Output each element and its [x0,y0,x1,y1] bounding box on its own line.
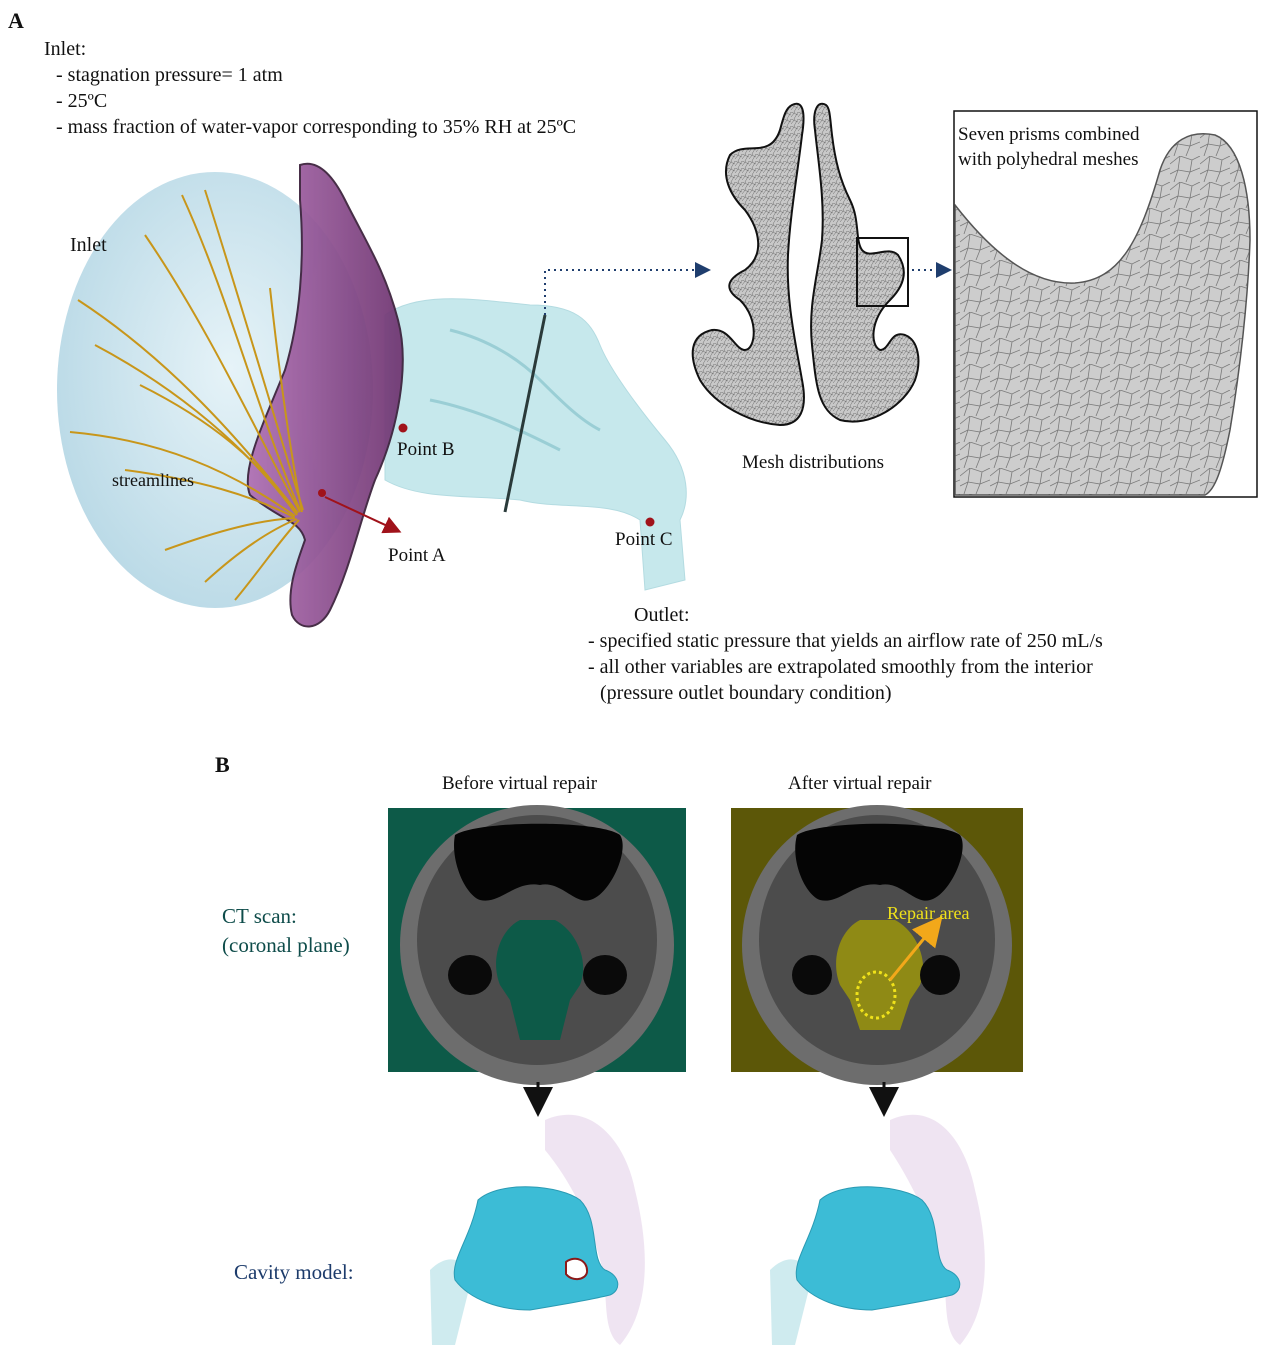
panel-a-letter: A [8,8,24,34]
inlet-line-3: - mass fraction of water-vapor correspon… [44,114,576,140]
inlet-line-2: - 25ºC [44,88,576,114]
point-a-marker [318,489,326,497]
cavity-model-before [430,1115,645,1345]
point-b-label: Point B [397,438,455,462]
inlet-label: Inlet [70,232,107,258]
mesh-left-passage [693,104,804,425]
ct-scan-label-line-1: CT scan: [222,902,350,931]
mesh-right-passage [811,104,918,422]
before-repair-title: Before virtual repair [442,772,597,796]
point-b-marker [399,424,408,433]
outlet-line-3: (pressure outlet boundary condition) [588,680,1103,706]
ct-scan-label: CT scan: (coronal plane) [222,902,350,960]
point-a-label: Point A [388,544,446,568]
inlet-conditions: Inlet: - stagnation pressure= 1 atm - 25… [44,36,576,140]
point-c-label: Point C [615,528,673,552]
cavity-model-after [770,1115,985,1345]
slice-arrow [545,270,707,315]
ct-scan-label-line-2: (coronal plane) [222,931,350,960]
ct-after-image [731,805,1023,1085]
prism-note-line-1: Seven prisms combined [958,122,1140,147]
streamlines-label: streamlines [112,470,194,491]
panel-b-letter: B [215,752,230,778]
outlet-line-2: - all other variables are extrapolated s… [588,654,1103,680]
point-c-marker [646,518,655,527]
mesh-distributions-label: Mesh distributions [742,451,884,475]
outlet-heading: Outlet: [588,602,1103,628]
prism-note-line-2: with polyhedral meshes [958,147,1140,172]
prism-note: Seven prisms combined with polyhedral me… [958,122,1140,172]
repair-area-label: Repair area [887,903,969,924]
outlet-line-1: - specified static pressure that yields … [588,628,1103,654]
cavity-model-label: Cavity model: [234,1260,354,1285]
inlet-line-1: - stagnation pressure= 1 atm [44,62,576,88]
inlet-heading: Inlet: [44,36,576,62]
ct-before-image [388,805,686,1085]
after-repair-title: After virtual repair [788,772,931,796]
outlet-conditions: Outlet: - specified static pressure that… [588,602,1103,706]
